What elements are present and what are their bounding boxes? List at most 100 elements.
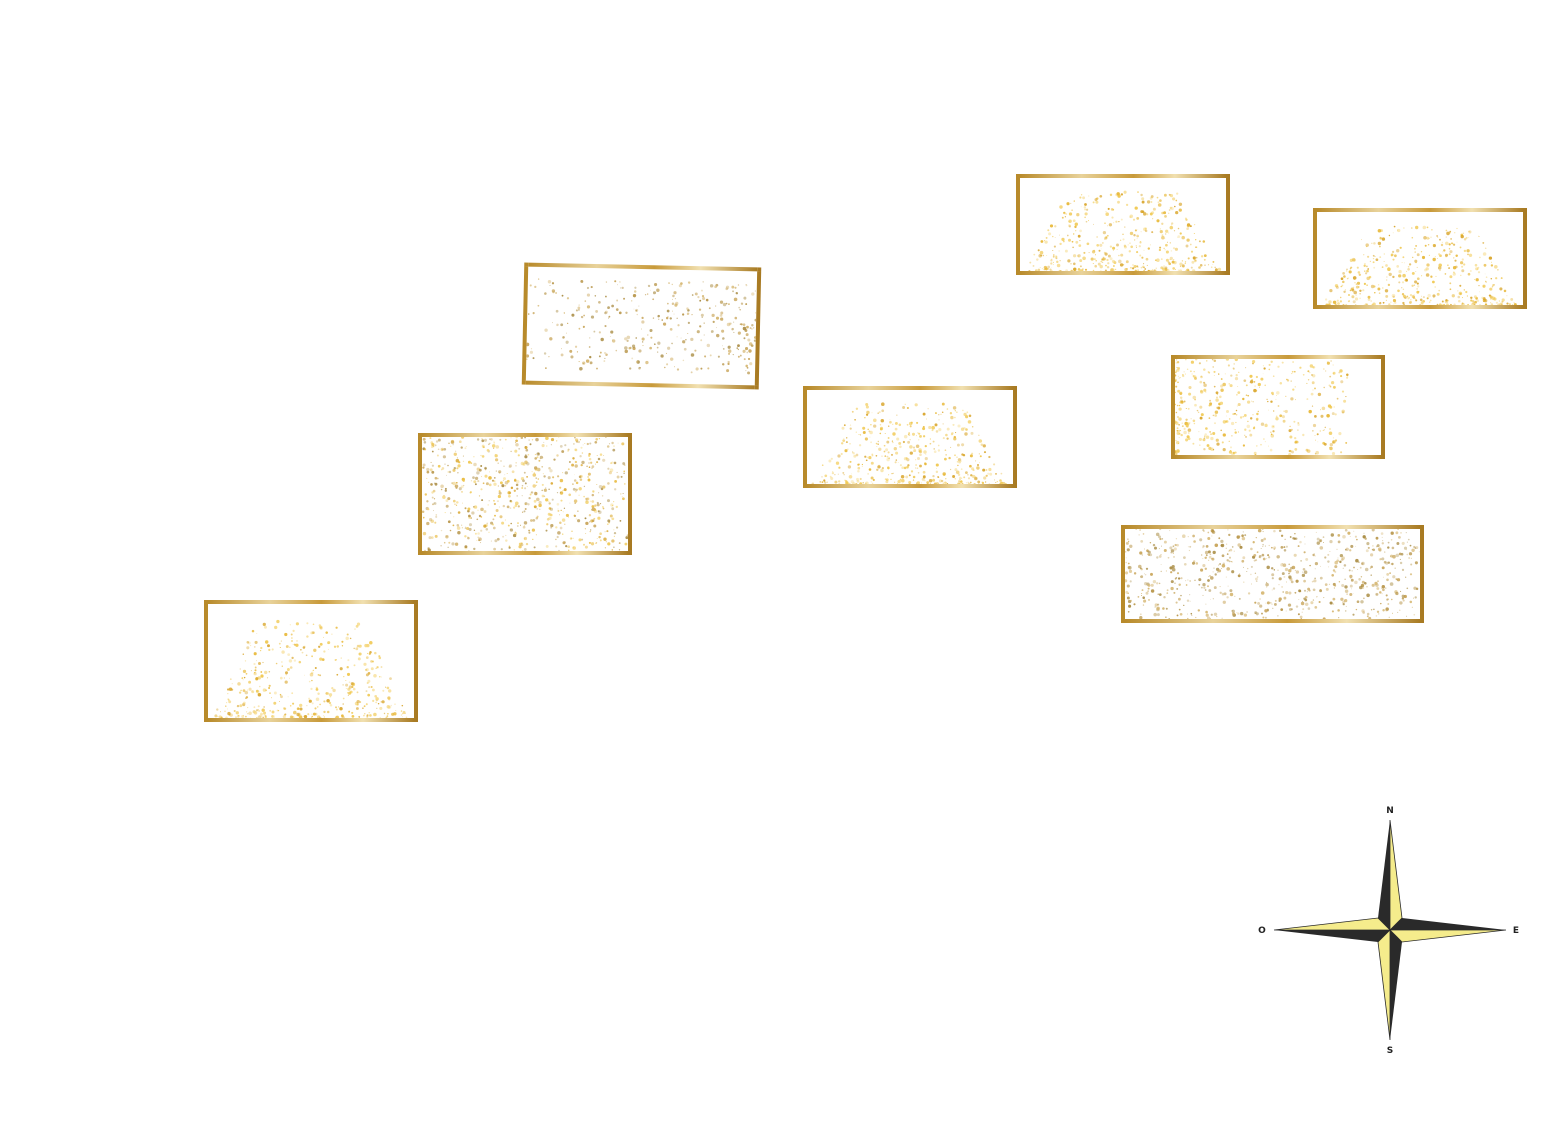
glitter-dot [228, 687, 233, 691]
glitter-dot [493, 480, 496, 483]
glitter-dot [1166, 592, 1169, 594]
glitter-dot [898, 423, 902, 427]
glitter-dot [551, 498, 554, 501]
glitter-dot [1473, 295, 1477, 299]
glitter-dot [542, 473, 544, 475]
glitter-dot [291, 656, 294, 660]
glitter-dot [1054, 225, 1057, 228]
glitter-dot [1318, 600, 1321, 604]
glitter-dot [979, 462, 981, 464]
glitter-dot [534, 453, 537, 456]
glitter-dot [985, 474, 988, 477]
glitter-dot [432, 503, 434, 506]
glitter-dot [1187, 617, 1189, 619]
glitter-dot [345, 679, 347, 682]
glitter-dot [1389, 555, 1392, 557]
glitter-dot [1104, 238, 1106, 240]
glitter-dot [999, 479, 1002, 482]
glitter-dot [949, 468, 952, 471]
glitter-dot [388, 698, 391, 701]
glitter-dot [590, 519, 594, 523]
glitter-dot [933, 448, 935, 450]
glitter-dot [401, 713, 404, 715]
glitter-dot [1393, 225, 1396, 228]
glitter-dot [1080, 194, 1083, 196]
glitter-dot [626, 339, 629, 342]
glitter-dot [441, 469, 443, 471]
glitter-dot [1249, 417, 1253, 420]
glitter-dot [1234, 412, 1236, 415]
glitter-dot [295, 643, 299, 647]
glitter-dot [261, 708, 265, 712]
glitter-dot [673, 291, 677, 295]
glitter-dot [1383, 253, 1385, 255]
glitter-dot [233, 709, 236, 713]
glitter-dot [1228, 550, 1230, 553]
glitter-dot [1478, 284, 1480, 287]
glitter-dot [691, 314, 693, 316]
glitter-dot [1367, 295, 1371, 299]
glitter-dot [1198, 362, 1201, 365]
glitter-dot [1210, 598, 1212, 600]
glitter-dot [1216, 616, 1218, 618]
glitter-dot [1214, 543, 1219, 548]
glitter-dot [892, 441, 894, 444]
glitter-dot [1198, 578, 1202, 582]
glitter-dot [366, 681, 369, 685]
glitter-dot [430, 461, 432, 463]
glitter-dot [552, 322, 553, 324]
glitter-dot [461, 524, 463, 526]
glitter-dot [1084, 203, 1087, 206]
glitter-dot [1071, 240, 1074, 243]
glitter-dot [1342, 303, 1345, 305]
glitter-dot [242, 679, 244, 681]
glitter-dot [902, 440, 905, 444]
glitter-dot [1421, 275, 1423, 277]
glitter-dot [380, 666, 383, 668]
glitter-dot [1297, 545, 1300, 548]
glitter-dot [955, 432, 957, 434]
glitter-dot [1438, 263, 1442, 267]
glitter-dot [522, 550, 524, 551]
glitter-dot [1152, 218, 1154, 220]
glitter-dot [1186, 224, 1190, 228]
glitter-dot [1364, 270, 1366, 272]
glitter-dot [429, 437, 432, 440]
glitter-dot [1342, 567, 1344, 569]
glitter-dot [831, 471, 835, 475]
glitter-dot [949, 412, 953, 415]
glitter-dot [578, 475, 582, 479]
glitter-dot [1180, 577, 1183, 580]
glitter-dot [636, 361, 639, 363]
glitter-dot [456, 501, 459, 504]
glitter-dot [1144, 229, 1148, 233]
glitter-dot [838, 480, 841, 483]
glitter-dot [1409, 573, 1413, 576]
glitter-dot [1445, 241, 1449, 246]
glitter-dot [1199, 405, 1203, 409]
glitter-dot [1399, 558, 1401, 560]
glitter-dot [652, 298, 655, 301]
glitter-dot [468, 514, 471, 518]
glitter-dot [978, 439, 983, 443]
glitter-dot [493, 482, 497, 486]
glitter-dot [722, 345, 723, 347]
glitter-dot [1159, 246, 1162, 249]
glitter-dot [924, 462, 927, 466]
glitter-dot [1432, 257, 1436, 262]
glitter-dot [871, 454, 874, 457]
glitter-dot [532, 484, 536, 488]
glitter-dot [1384, 551, 1386, 553]
glitter-dot [866, 456, 868, 458]
glitter-dot [1099, 264, 1103, 269]
glitter-dot [1205, 610, 1208, 614]
glitter-dot [1271, 424, 1275, 429]
glitter-dot [548, 502, 551, 505]
glitter-dot [1281, 572, 1285, 576]
glitter-dot [350, 682, 354, 686]
glitter-dot [1231, 452, 1235, 455]
glitter-dot [962, 483, 964, 484]
glitter-dot [244, 690, 249, 695]
glitter-dot [311, 713, 313, 715]
glitter-dot [1191, 373, 1193, 375]
